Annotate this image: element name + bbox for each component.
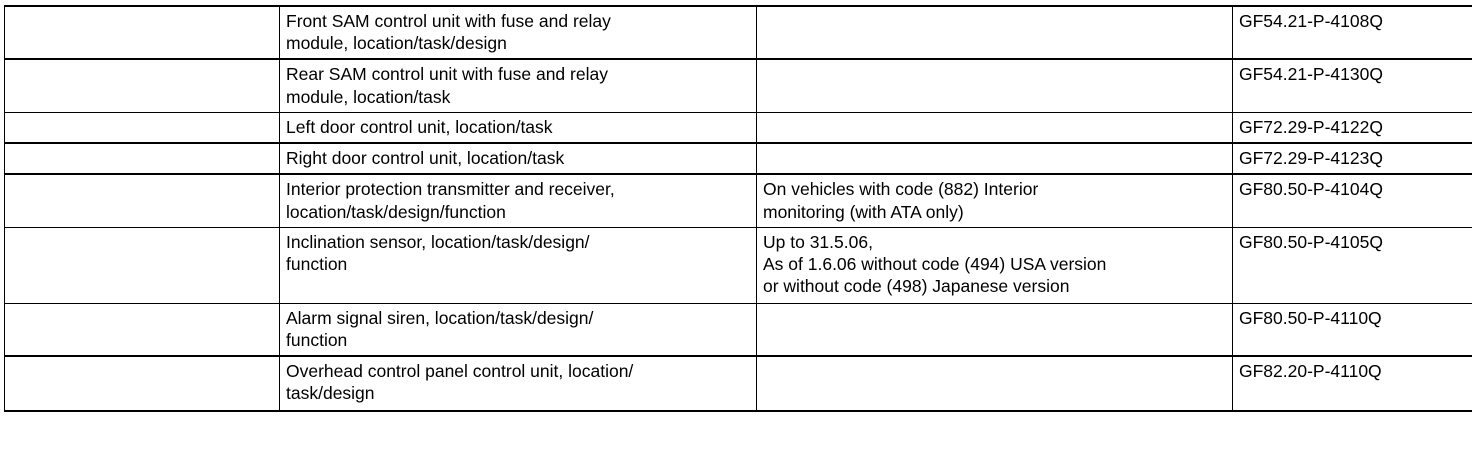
row-document-number-text: GF72.29-P-4123Q xyxy=(1239,148,1383,169)
row-document-number-cell: GF54.21-P-4108Q xyxy=(1232,4,1472,61)
row-document-number-text: GF80.50-P-4110Q xyxy=(1239,307,1382,328)
table-row[interactable]: Rear SAM control unit with fuse and rela… xyxy=(4,58,1472,113)
table-body: Front SAM control unit with fuse and rel… xyxy=(4,4,1472,413)
row-document-number-text: GF82.20-P-4110Q xyxy=(1239,361,1382,382)
row-document-number-cell: GF72.29-P-4123Q xyxy=(1232,142,1472,176)
table-row[interactable]: Left door control unit, location/task GF… xyxy=(4,111,1472,145)
row-condition-cell: On vehicles with code (882) Interior mon… xyxy=(756,173,1233,228)
table-row[interactable]: Interior protection transmitter and rece… xyxy=(4,173,1472,228)
row-marker-text xyxy=(11,147,273,148)
table-row[interactable]: Right door control unit, location/task G… xyxy=(4,142,1472,176)
row-condition-cell xyxy=(756,142,1233,176)
row-marker-cell xyxy=(4,4,280,61)
row-document-number-text: GF54.21-P-4130Q xyxy=(1239,64,1383,85)
row-marker-cell xyxy=(4,142,280,176)
table-row[interactable]: Front SAM control unit with fuse and rel… xyxy=(4,4,1472,61)
table-row[interactable]: Overhead control panel control unit, loc… xyxy=(4,355,1472,413)
row-document-number-cell: GF80.50-P-4110Q xyxy=(1232,302,1472,358)
row-description-text: Rear SAM control unit with fuse and rela… xyxy=(286,64,608,107)
row-condition-cell: Up to 31.5.06, As of 1.6.06 without code… xyxy=(756,226,1233,304)
row-marker-text xyxy=(11,307,273,308)
row-document-number-cell: GF82.20-P-4110Q xyxy=(1232,355,1472,413)
row-description-text: Front SAM control unit with fuse and rel… xyxy=(286,11,611,54)
table-row[interactable]: Alarm signal siren, location/task/design… xyxy=(4,302,1472,358)
row-marker-text xyxy=(11,178,273,179)
row-condition-cell xyxy=(756,58,1233,113)
row-marker-text xyxy=(11,231,273,232)
row-marker-text xyxy=(11,360,273,361)
row-document-number-text: GF72.29-P-4122Q xyxy=(1239,116,1383,137)
row-description-text: Left door control unit, location/task xyxy=(286,116,553,137)
row-description-cell: Inclination sensor, location/task/design… xyxy=(279,226,757,304)
row-document-number-cell: GF72.29-P-4122Q xyxy=(1232,111,1472,145)
row-description-text: Interior protection transmitter and rece… xyxy=(286,179,615,222)
row-description-text: Inclination sensor, location/task/design… xyxy=(286,231,590,275)
row-document-number-cell: GF54.21-P-4130Q xyxy=(1232,58,1472,113)
row-document-number-cell: GF80.50-P-4105Q xyxy=(1232,226,1472,304)
row-marker-cell xyxy=(4,226,280,304)
row-description-text: Right door control unit, location/task xyxy=(286,148,565,169)
row-marker-text xyxy=(11,63,273,64)
row-description-cell: Overhead control panel control unit, loc… xyxy=(279,355,757,413)
row-description-cell: Right door control unit, location/task xyxy=(279,142,757,176)
row-marker-text xyxy=(11,10,273,11)
row-description-cell: Rear SAM control unit with fuse and rela… xyxy=(279,58,757,113)
row-document-number-text: GF54.21-P-4108Q xyxy=(1239,11,1383,31)
row-description-cell: Front SAM control unit with fuse and rel… xyxy=(279,4,757,61)
row-document-number-cell: GF80.50-P-4104Q xyxy=(1232,173,1472,228)
row-condition-text: On vehicles with code (882) Interior mon… xyxy=(763,179,1039,222)
row-marker-cell xyxy=(4,111,280,145)
row-description-cell: Interior protection transmitter and rece… xyxy=(279,173,757,228)
row-condition-cell xyxy=(756,4,1233,61)
row-condition-cell xyxy=(756,111,1233,145)
row-marker-cell xyxy=(4,173,280,228)
row-marker-text xyxy=(11,116,273,117)
row-condition-cell xyxy=(756,355,1233,413)
row-document-number-text: GF80.50-P-4104Q xyxy=(1239,179,1383,200)
row-condition-cell xyxy=(756,302,1233,358)
row-description-text: Overhead control panel control unit, loc… xyxy=(286,361,634,404)
row-description-text: Alarm signal siren, location/task/design… xyxy=(286,307,594,351)
row-description-cell: Alarm signal siren, location/task/design… xyxy=(279,302,757,358)
row-marker-cell xyxy=(4,302,280,358)
row-condition-text: Up to 31.5.06, As of 1.6.06 without code… xyxy=(763,231,1107,297)
table-row[interactable]: Inclination sensor, location/task/design… xyxy=(4,226,1472,304)
row-description-cell: Left door control unit, location/task xyxy=(279,111,757,145)
reference-table: Front SAM control unit with fuse and rel… xyxy=(4,4,1472,413)
row-marker-cell xyxy=(4,355,280,413)
row-marker-cell xyxy=(4,58,280,113)
row-document-number-text: GF80.50-P-4105Q xyxy=(1239,231,1383,252)
